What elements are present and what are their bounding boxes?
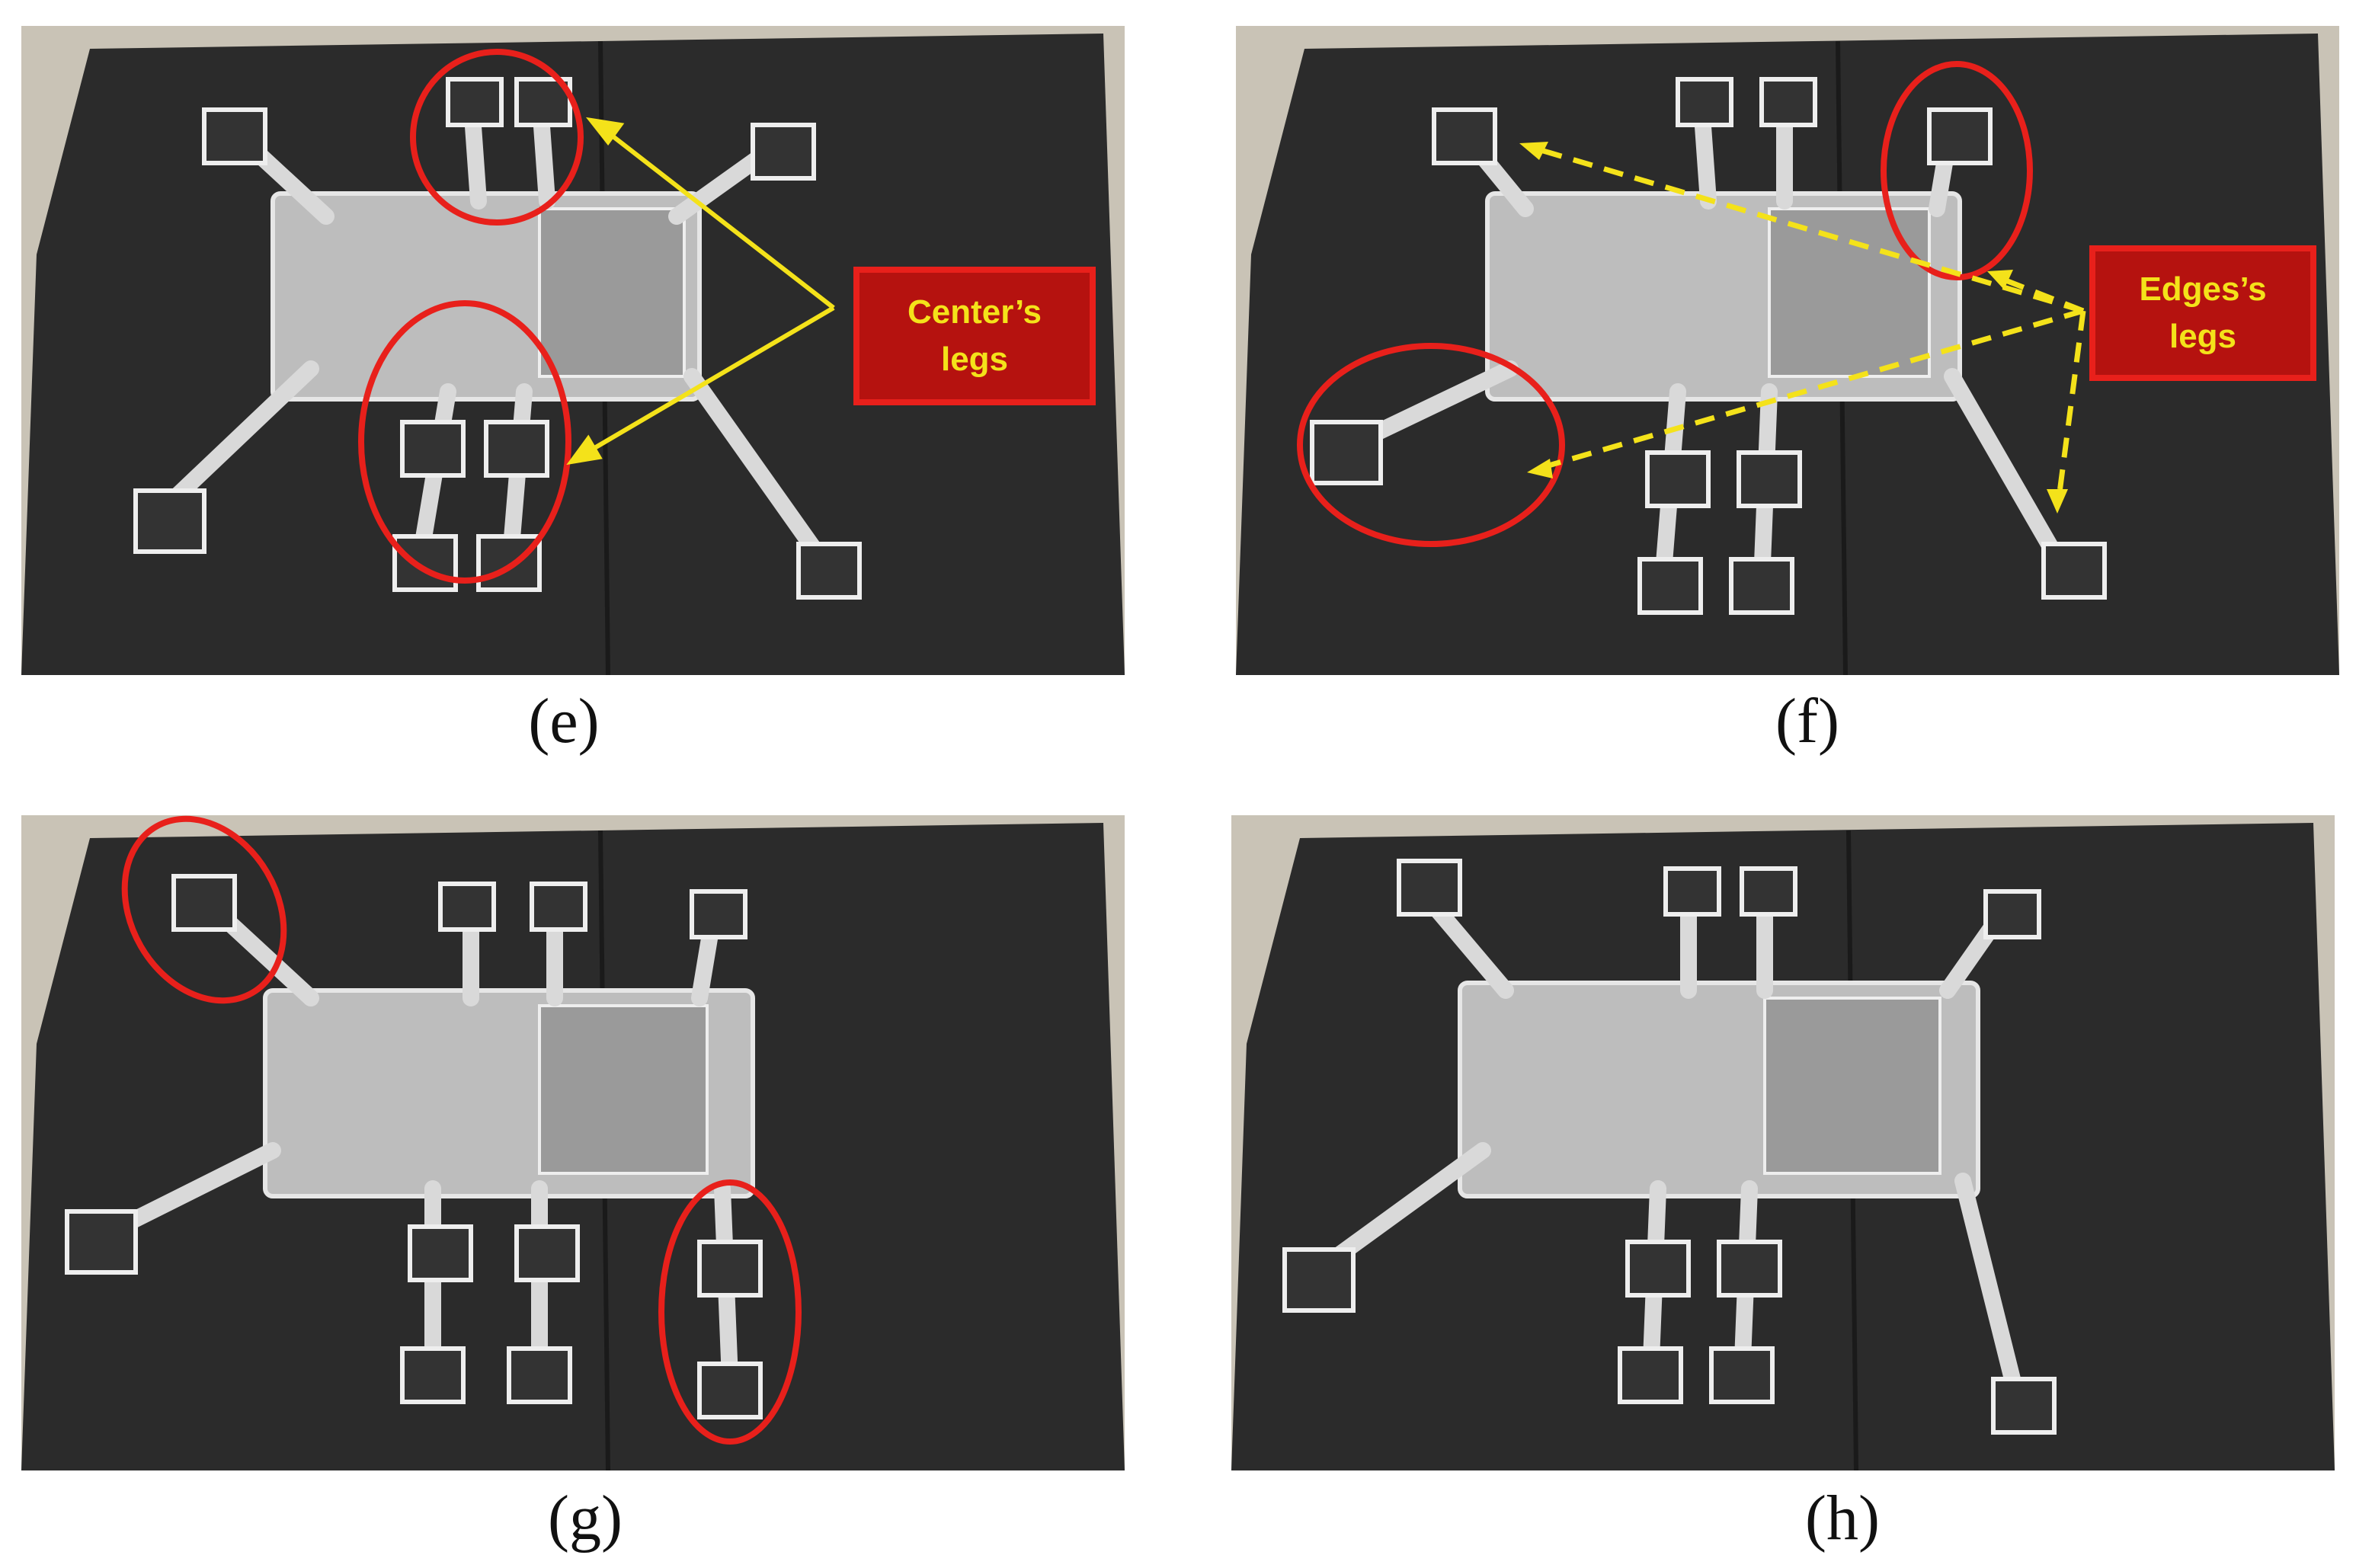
- photo-panel-f: Edges’s legs: [1236, 26, 2339, 675]
- robot-photo-g: [21, 815, 1125, 1470]
- center-legs-label-line1: Center’s: [907, 293, 1042, 331]
- edges-legs-label-line2: legs: [2169, 318, 2237, 355]
- robot-photo-f: [1236, 26, 2339, 675]
- center-legs-label: Center’s legs: [853, 267, 1096, 405]
- highlight-ring-group-g: [121, 815, 802, 1445]
- edges-legs-label: Edges’s legs: [2089, 245, 2316, 381]
- photo-panel-g: [21, 815, 1125, 1470]
- caption-h: (h): [1805, 1483, 1880, 1554]
- edges-legs-label-line1: Edges’s: [2139, 270, 2267, 308]
- highlight-ring-group-f: [1297, 61, 2033, 547]
- highlight-ring-group-e: [358, 49, 584, 584]
- photo-panel-e: Center’s legs: [21, 26, 1125, 675]
- center-legs-label-line2: legs: [940, 341, 1009, 378]
- caption-e: (e): [528, 686, 600, 757]
- caption-g: (g): [548, 1483, 623, 1554]
- robot-photo-h: [1231, 815, 2335, 1470]
- photo-panel-h: [1231, 815, 2335, 1470]
- caption-f: (f): [1775, 686, 1839, 757]
